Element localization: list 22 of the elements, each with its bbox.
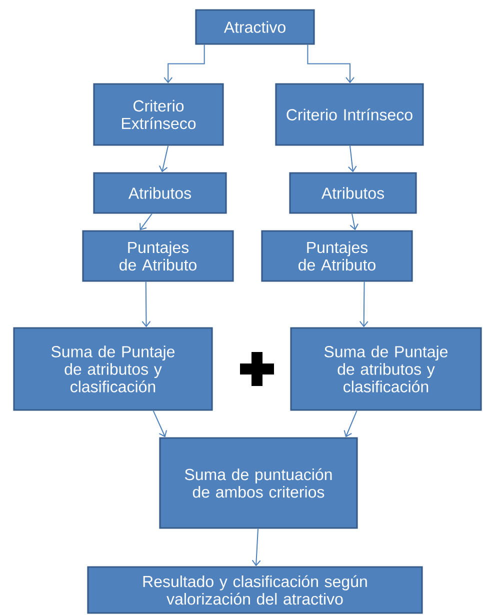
process-box: Atributos — [289, 172, 417, 214]
arrow — [344, 410, 358, 438]
process-box: Suma de Puntaje de atributos y clasificación — [13, 327, 213, 411]
arrow — [348, 145, 357, 172]
process-box: Atractivo — [195, 9, 315, 45]
process-box: Resultado y clasificación según valorización del atractivo — [87, 566, 423, 614]
process-box: Suma de puntuación de ambos criterios — [159, 437, 358, 529]
arrow — [350, 213, 358, 230]
process-box: Atributos — [93, 172, 227, 214]
process-box: Puntajes de Atributo — [82, 230, 234, 282]
arrow — [140, 213, 152, 230]
arrow — [152, 410, 167, 438]
arrow — [359, 281, 368, 328]
process-box: Suma de Puntaje de atributos y clasificación — [290, 327, 482, 411]
process-box: Criterio Extrínseco — [93, 83, 224, 146]
arrow — [142, 281, 151, 328]
arrow — [252, 528, 261, 566]
process-box: Puntajes de Atributo — [261, 230, 413, 282]
arrow — [158, 145, 169, 172]
arrow — [307, 44, 354, 84]
arrow — [164, 44, 205, 84]
process-box: Criterio Intrínseco — [275, 83, 424, 146]
